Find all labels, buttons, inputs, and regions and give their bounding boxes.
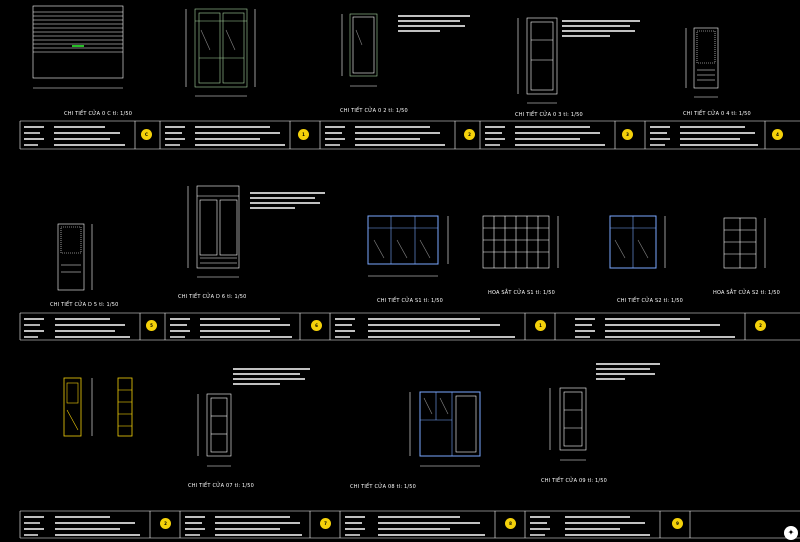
drawing-tag: 7 — [320, 518, 331, 529]
window-elevation-s2 — [609, 215, 666, 269]
door-elevation-c — [32, 5, 124, 89]
title-strip-row2 — [19, 312, 800, 341]
detail-title-s2: CHI TIẾT CỬA S2 tl: 1/50 — [617, 298, 684, 304]
drawing-tag: 1 — [298, 129, 309, 140]
iron-grille-s2 — [723, 217, 766, 269]
detail-title-02: CHI TIẾT CỬA 0 2 tl: 1/50 — [340, 108, 408, 114]
drawing-tag: 2 — [464, 129, 475, 140]
door-elevation-08 — [409, 391, 481, 467]
door-elevation-d5 — [57, 223, 93, 291]
drawing-tag: 8 — [505, 518, 516, 529]
drawing-tag: 2 — [160, 518, 171, 529]
drawing-tag: 3 — [622, 129, 633, 140]
door-elevation-03 — [517, 17, 558, 104]
drawing-tag: 4 — [772, 129, 783, 140]
grille-title-s2: HOA SẮT CỬA S2 tl: 1/50 — [713, 290, 781, 296]
grille-title-s1: HOA SẮT CỬA S1 tl: 1/50 — [488, 290, 556, 296]
door-section-small-yellow — [63, 377, 133, 437]
detail-title-0c: CHI TIẾT CỬA 0 C tl: 1/50 — [64, 111, 133, 117]
door-elevation-09 — [549, 387, 587, 461]
drawing-tag: 6 — [311, 320, 322, 331]
detail-title-07: CHI TIẾT CỬA 07 tl: 1/50 — [188, 483, 255, 489]
detail-title-s1: CHI TIẾT CỬA S1 tl: 1/50 — [377, 298, 444, 304]
window-elevation-s1 — [367, 215, 449, 277]
door-elevation-04 — [685, 27, 719, 98]
drawing-tag: 5 — [146, 320, 157, 331]
drawing-tag: 1 — [535, 320, 546, 331]
detail-title-03: CHI TIẾT CỬA 0 3 tl: 1/50 — [515, 112, 583, 118]
door-elevation-01 — [185, 8, 256, 97]
door-elevation-02 — [341, 13, 378, 87]
detail-title-04: CHI TIẾT CỬA 0 4 tl: 1/50 — [683, 111, 751, 117]
detail-title-09: CHI TIẾT CỬA 09 tl: 1/50 — [541, 478, 608, 484]
door-elevation-d6 — [187, 185, 240, 278]
iron-grille-s1 — [482, 215, 559, 269]
drawing-tag: C — [141, 129, 152, 140]
title-strip-row1 — [19, 120, 800, 150]
detail-title-d6: CHI TIẾT CỬA D 6 tl: 1/50 — [178, 294, 247, 300]
drawing-tag: 2 — [755, 320, 766, 331]
compass-icon[interactable]: ✦ — [784, 526, 798, 540]
detail-title-d5: CHI TIẾT CỬA D 5 tl: 1/50 — [50, 302, 119, 308]
title-strip-row3 — [19, 510, 800, 539]
door-elevation-07 — [197, 393, 232, 467]
annotation-blocks — [233, 15, 660, 385]
drawing-tag: 9 — [672, 518, 683, 529]
detail-title-08: CHI TIẾT CỬA 08 tl: 1/50 — [350, 484, 417, 490]
